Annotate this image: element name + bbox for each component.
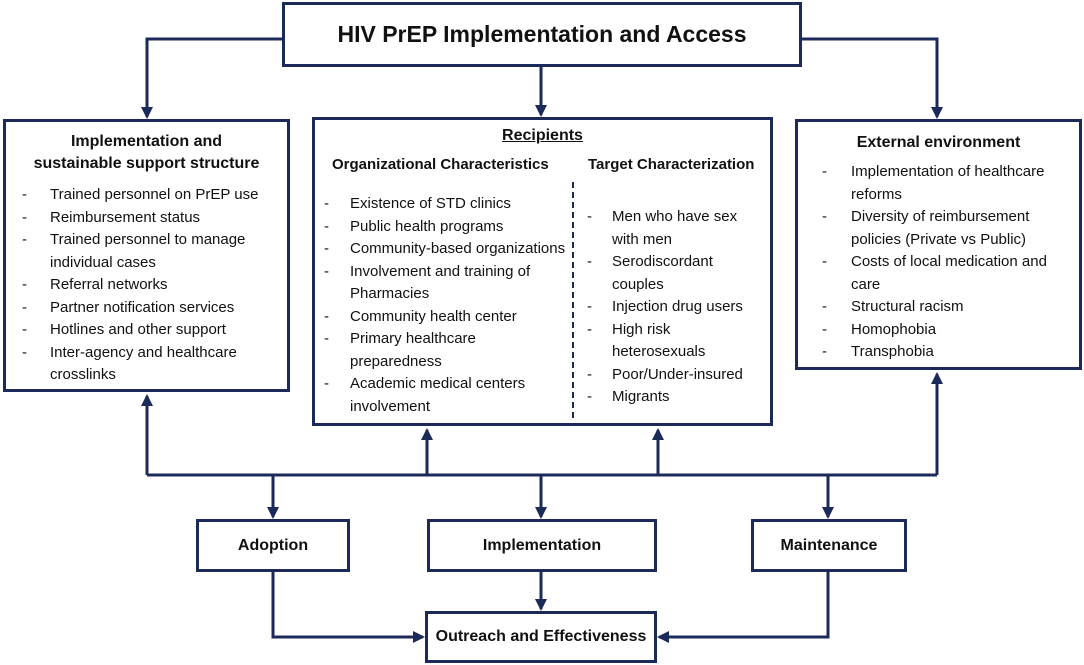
arrow-maintenance-to-outreach xyxy=(657,572,830,643)
external-list: -Implementation of healthcare reforms -D… xyxy=(798,161,1079,364)
arrow-adoption-to-outreach xyxy=(271,572,425,643)
implementation-list: -Trained personnel on PrEP use -Reimburs… xyxy=(6,184,287,387)
maintenance-box: Maintenance xyxy=(751,519,907,572)
title-box: HIV PrEP Implementation and Access xyxy=(282,2,802,67)
list-item-continuation: crosslinks xyxy=(50,366,116,383)
list-item-continuation: preparedness xyxy=(350,352,442,370)
list-item: -Academic medical centers xyxy=(324,375,526,392)
column-divider xyxy=(572,182,574,418)
outreach-effectiveness-box: Outreach and Effectiveness xyxy=(425,611,657,663)
maintenance-label: Maintenance xyxy=(780,536,878,554)
list-item: -Primary healthcare xyxy=(324,330,476,347)
list-item: -Hotlines and other support xyxy=(22,321,226,338)
list-item: -Poor/Under-insured xyxy=(587,365,743,383)
arrow-title-to-external xyxy=(802,37,943,119)
list-item: -Referral networks xyxy=(22,276,168,293)
list-item: -High risk xyxy=(587,320,671,338)
list-item: -Existence of STD clinics xyxy=(324,195,511,212)
list-item-continuation: reforms xyxy=(851,185,902,203)
target-list: -Men who have sex with men -Serodiscorda… xyxy=(571,206,771,409)
list-item-continuation: Pharmacies xyxy=(350,285,430,302)
list-item: -Community-based organizations xyxy=(324,240,566,257)
target-heading: Target Characterization xyxy=(588,156,755,173)
list-item-continuation: care xyxy=(851,275,881,293)
list-item: -Men who have sex xyxy=(587,208,738,225)
list-item-continuation: couples xyxy=(612,275,664,293)
list-item-continuation: policies (Private vs Public) xyxy=(851,230,1027,248)
list-item: -Community health center xyxy=(324,307,517,325)
list-item: -Reimbursement status xyxy=(22,208,201,226)
adoption-box: Adoption xyxy=(196,519,350,572)
list-item: -Migrants xyxy=(587,388,670,405)
list-item-continuation: heterosexuals xyxy=(612,343,706,360)
list-item: -Diversity of reimbursement xyxy=(822,208,1030,225)
list-item: -Structural racism xyxy=(822,298,964,315)
implementation-stage-box: Implementation xyxy=(427,519,657,572)
list-item: -Trained personnel to manage xyxy=(22,231,246,248)
external-environment-box: External environment -Implementation of … xyxy=(795,119,1082,370)
implementation-heading: Implementation and sustainable support s… xyxy=(33,133,260,172)
diagram-title: HIV PrEP Implementation and Access xyxy=(337,21,747,47)
list-item-continuation: individual cases xyxy=(50,253,156,271)
implementation-support-box: Implementation and sustainable support s… xyxy=(3,119,290,392)
organizational-heading: Organizational Characteristics xyxy=(332,156,549,173)
recipients-box: Recipients Organizational Characteristic… xyxy=(312,117,773,426)
organizational-list: -Existence of STD clinics -Public health… xyxy=(315,193,577,418)
list-item: -Public health programs xyxy=(324,217,504,235)
list-item-continuation: involvement xyxy=(350,397,431,415)
recipients-heading: Recipients xyxy=(502,127,583,144)
list-item: -Transphobia xyxy=(822,343,934,360)
external-heading: External environment xyxy=(856,134,1021,151)
list-item: -Homophobia xyxy=(822,320,937,338)
list-item: -Costs of local medication and xyxy=(822,253,1047,270)
list-item: -Injection drug users xyxy=(587,298,743,315)
outreach-label: Outreach and Effectiveness xyxy=(435,628,647,645)
list-item: -Involvement and training of xyxy=(324,262,531,280)
list-item: -Inter-agency and healthcare xyxy=(22,343,237,361)
implementation-stage-label: Implementation xyxy=(482,536,602,554)
list-item: -Partner notification services xyxy=(22,298,235,316)
arrow-title-to-implementation xyxy=(141,37,282,119)
adoption-label: Adoption xyxy=(237,536,309,554)
list-item: -Serodiscordant xyxy=(587,253,713,270)
list-item-continuation: with men xyxy=(612,230,673,248)
list-item: -Implementation of healthcare xyxy=(822,163,1045,180)
list-item: -Trained personnel on PrEP use xyxy=(22,186,259,203)
